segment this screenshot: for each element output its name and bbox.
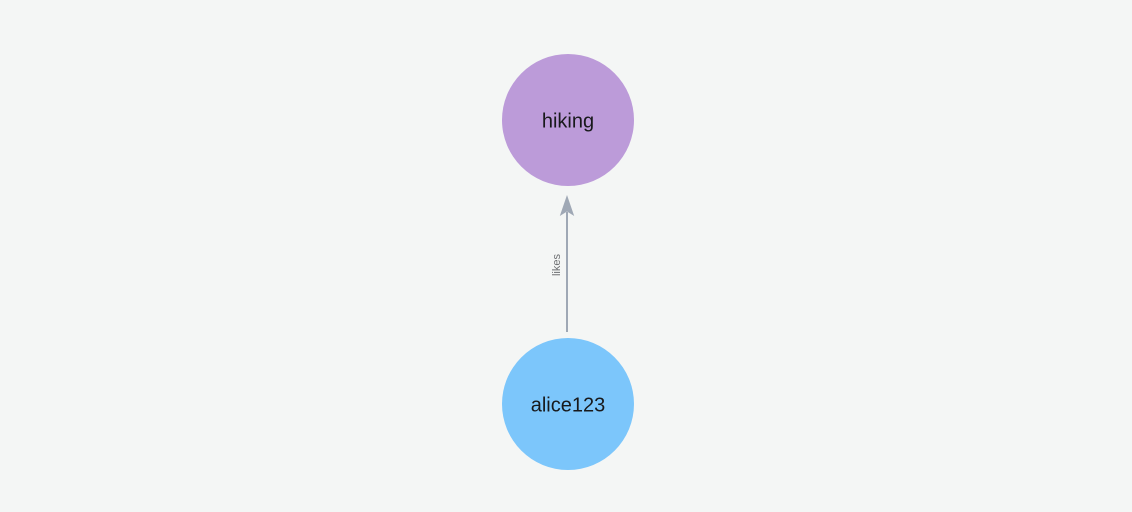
edge-label: likes — [551, 254, 563, 277]
edge-alice123-likes-hiking[interactable]: likes — [551, 195, 575, 332]
node-alice123-circle — [502, 338, 634, 470]
node-hiking-circle — [502, 54, 634, 186]
node-alice123[interactable]: alice123 — [502, 338, 634, 470]
node-hiking-label: hiking — [542, 110, 594, 132]
node-alice123-label: alice123 — [531, 394, 606, 416]
node-hiking[interactable]: hiking — [502, 54, 634, 186]
edge-arrowhead-icon — [559, 195, 575, 216]
